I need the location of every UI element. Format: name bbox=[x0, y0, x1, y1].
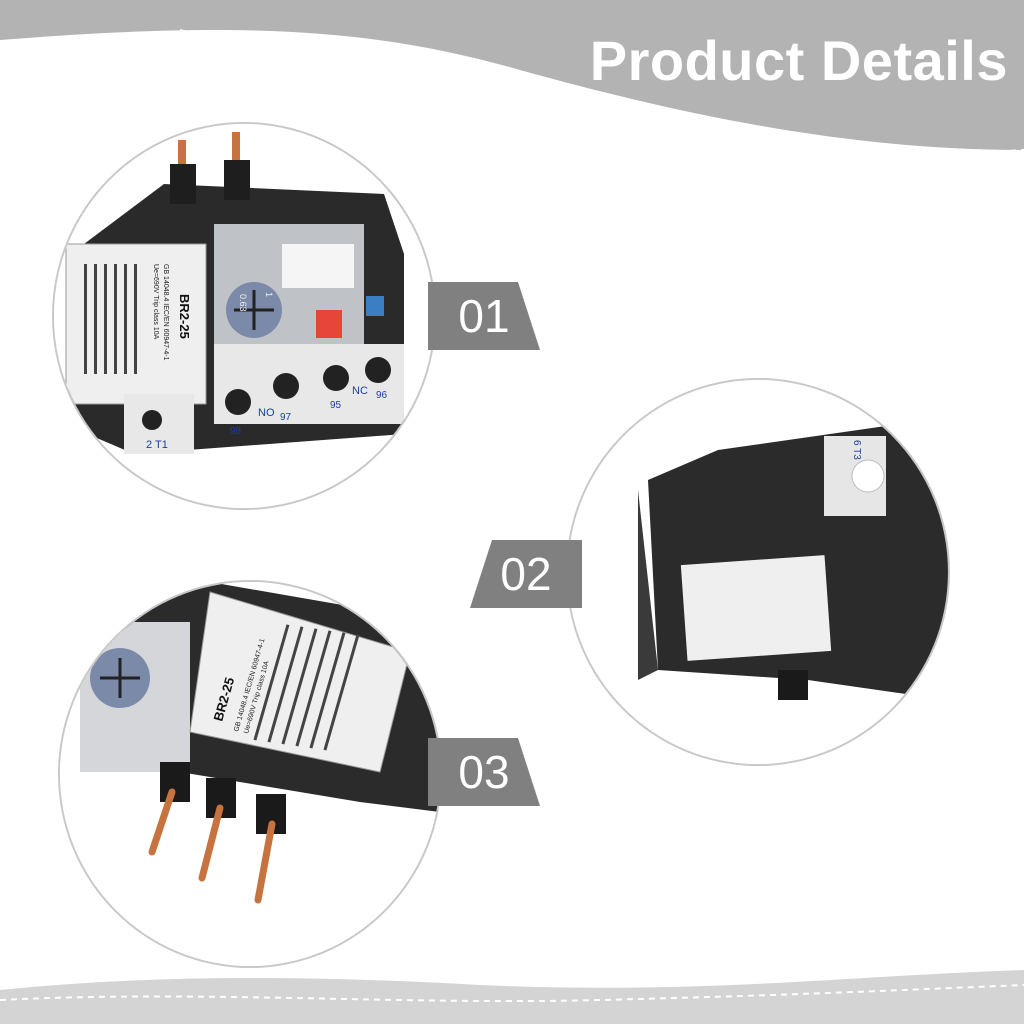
callout-number: 02 bbox=[500, 548, 552, 600]
callout-tag-01: 01 bbox=[428, 282, 540, 350]
relay-rating-label: Ue=690V Trip class 10A bbox=[152, 264, 159, 340]
relay-standard-label: GB 14048.4 IEC/EN 60947-4-1 bbox=[162, 264, 169, 361]
test-button[interactable] bbox=[366, 296, 384, 316]
terminal-96-label: 96 bbox=[376, 390, 388, 401]
marker-tab bbox=[282, 244, 354, 288]
top-wave-dash bbox=[179, 29, 1024, 160]
page-title: Product Details bbox=[589, 29, 1008, 92]
reset-button[interactable] bbox=[316, 310, 342, 338]
blank-label-area bbox=[680, 555, 832, 661]
relay-front-illustration: BR2-25 GB 14048.4 IEC/EN 60947-4-1 Ue=69… bbox=[54, 124, 434, 508]
copper-pin bbox=[254, 820, 276, 904]
phase-terminal-label: 6 T3 bbox=[851, 440, 862, 460]
detail-circle-side: 6 T3 bbox=[566, 378, 950, 766]
terminal-no-label: NO bbox=[258, 407, 275, 419]
terminal-95-label: 95 bbox=[330, 400, 342, 411]
terminal-screw[interactable] bbox=[225, 389, 251, 415]
bottom-wave-dash bbox=[0, 984, 1024, 1003]
callout-number: 01 bbox=[458, 290, 510, 342]
terminal-screw[interactable] bbox=[365, 357, 391, 383]
relay-side-illustration: 6 T3 bbox=[568, 380, 948, 764]
terminal-screw[interactable] bbox=[273, 373, 299, 399]
phase-terminal-label: 2 T1 bbox=[146, 439, 168, 451]
terminal-nc-label: NC bbox=[352, 385, 368, 397]
terminal-97-label: 97 bbox=[280, 412, 292, 423]
terminal-98-label: 98 bbox=[230, 426, 242, 437]
callout-number: 03 bbox=[458, 746, 510, 798]
callout-tag-02: 02 bbox=[470, 540, 582, 608]
copper-pin bbox=[178, 140, 186, 180]
dial-low-label: 0.63 bbox=[238, 294, 248, 312]
copper-pin bbox=[232, 132, 240, 176]
relay-bottom-illustration: BR2-25 GB 14048.4 IEC/EN 60947-4-1 Ue=69… bbox=[60, 582, 440, 966]
copper-pin bbox=[148, 788, 176, 856]
copper-pin bbox=[198, 804, 224, 882]
terminal-screw[interactable] bbox=[323, 365, 349, 391]
relay-model-label: BR2-25 bbox=[177, 294, 192, 339]
callout-tag-03: 03 bbox=[428, 738, 540, 806]
detail-circle-front: BR2-25 GB 14048.4 IEC/EN 60947-4-1 Ue=69… bbox=[52, 122, 436, 510]
dial-high-label: 1 bbox=[264, 292, 274, 297]
bottom-wave-shape bbox=[0, 970, 1024, 1024]
detail-circle-bottom: BR2-25 GB 14048.4 IEC/EN 60947-4-1 Ue=69… bbox=[58, 580, 442, 968]
top-wave-shape bbox=[0, 0, 1024, 150]
